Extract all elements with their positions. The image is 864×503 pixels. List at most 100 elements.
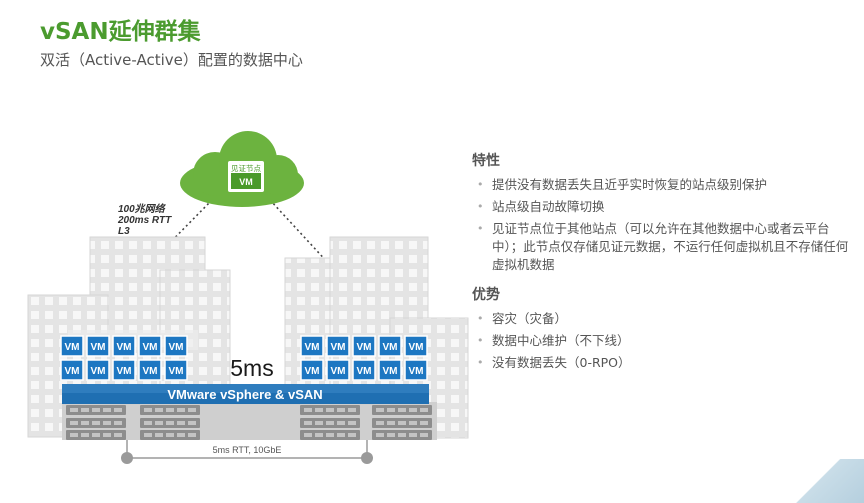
network-note-line: 100兆网络	[118, 203, 167, 215]
vm-box	[378, 359, 402, 381]
link-label: 5ms RTT, 10GbE	[213, 445, 282, 455]
drive-bay	[103, 408, 111, 412]
vm-label: VM	[143, 342, 158, 353]
drive-bay	[114, 433, 122, 437]
drive-bay	[188, 408, 196, 412]
features-list: 提供没有数据丢失且近乎实时恢复的站点级别保护 站点级自动故障切换 见证节点位于其…	[472, 176, 857, 274]
advantages-list: 容灾（灾备） 数据中心维护（不下线） 没有数据丢失（0-RPO）	[472, 310, 857, 372]
drive-bay	[348, 421, 356, 425]
vm-label: VM	[331, 366, 346, 377]
vm-box	[60, 359, 84, 381]
advantages-heading: 优势	[472, 287, 500, 303]
drive-bay	[409, 433, 417, 437]
vm-label: VM	[117, 366, 132, 377]
drive-bay	[315, 408, 323, 412]
drive-bay	[326, 408, 334, 412]
vm-box	[164, 359, 188, 381]
drive-bay	[315, 421, 323, 425]
vm-box	[86, 335, 110, 357]
drive-bay	[103, 421, 111, 425]
list-item: 站点级自动故障切换	[472, 198, 857, 216]
drive-bay	[177, 433, 185, 437]
server-racks	[62, 402, 437, 440]
witness-vm-label: VM	[239, 177, 253, 187]
network-note-line: 200ms RTT	[117, 215, 172, 226]
witness-cloud: 见证节点 VM	[180, 131, 304, 207]
drive-bay	[155, 433, 163, 437]
drive-bay	[188, 421, 196, 425]
vm-label: VM	[331, 342, 346, 353]
drive-bay	[144, 408, 152, 412]
vm-box	[326, 359, 350, 381]
drive-bay	[337, 433, 345, 437]
drive-bay	[81, 433, 89, 437]
witness-link-left	[144, 199, 213, 269]
drive-bay	[337, 408, 345, 412]
vm-box	[112, 335, 136, 357]
vm-label: VM	[305, 366, 320, 377]
drive-bay	[155, 421, 163, 425]
vm-box	[60, 335, 84, 357]
drive-bay	[409, 408, 417, 412]
drive-bay	[398, 421, 406, 425]
drive-bay	[103, 433, 111, 437]
vm-box	[404, 359, 428, 381]
vm-label: VM	[409, 366, 424, 377]
drive-bay	[420, 433, 428, 437]
vm-label: VM	[169, 342, 184, 353]
drive-bay	[114, 408, 122, 412]
vm-box	[138, 335, 162, 357]
witness-caption: 见证节点	[231, 164, 261, 173]
vm-box	[86, 359, 110, 381]
drive-bay	[304, 433, 312, 437]
vm-label: VM	[65, 342, 80, 353]
drive-bay	[315, 433, 323, 437]
vm-box	[164, 335, 188, 357]
drive-bay	[166, 421, 174, 425]
drive-bay	[398, 433, 406, 437]
vm-box	[112, 359, 136, 381]
list-item: 数据中心维护（不下线）	[472, 332, 857, 350]
latency-label: 5ms	[230, 355, 273, 381]
drive-bay	[348, 408, 356, 412]
vm-box	[326, 335, 350, 357]
drive-bay	[92, 408, 100, 412]
vm-box	[300, 359, 324, 381]
vm-label: VM	[117, 342, 132, 353]
drive-bay	[144, 421, 152, 425]
drive-bay	[348, 433, 356, 437]
vm-label: VM	[91, 366, 106, 377]
drive-bay	[387, 408, 395, 412]
drive-bay	[376, 408, 384, 412]
features-heading: 特性	[472, 153, 500, 169]
drive-bay	[81, 408, 89, 412]
drive-bay	[144, 433, 152, 437]
drive-bay	[387, 421, 395, 425]
network-note-line: L3	[118, 226, 130, 237]
vm-label: VM	[357, 342, 372, 353]
vm-label: VM	[91, 342, 106, 353]
drive-bay	[420, 421, 428, 425]
link-endpoint	[121, 452, 133, 464]
vm-label: VM	[357, 366, 372, 377]
drive-bay	[376, 433, 384, 437]
list-item: 没有数据丢失（0-RPO）	[472, 354, 857, 372]
list-item: 见证节点位于其他站点（可以允许在其他数据中心或者云平台中）；此节点仅存储见证元数…	[472, 220, 857, 274]
vm-box	[138, 359, 162, 381]
network-note: 100兆网络 200ms RTT L3	[117, 203, 172, 237]
corner-decoration	[794, 459, 864, 503]
vm-label: VM	[409, 342, 424, 353]
drive-bay	[304, 408, 312, 412]
vm-box	[378, 335, 402, 357]
drive-bay	[114, 421, 122, 425]
page-title: vSAN延伸群集	[40, 19, 201, 45]
drive-bay	[398, 408, 406, 412]
vm-label: VM	[383, 366, 398, 377]
drive-bay	[70, 433, 78, 437]
list-item: 容灾（灾备）	[472, 310, 857, 328]
drive-bay	[420, 408, 428, 412]
list-item: 提供没有数据丢失且近乎实时恢复的站点级别保护	[472, 176, 857, 194]
page-subtitle: 双活（Active-Active）配置的数据中心	[40, 51, 303, 69]
